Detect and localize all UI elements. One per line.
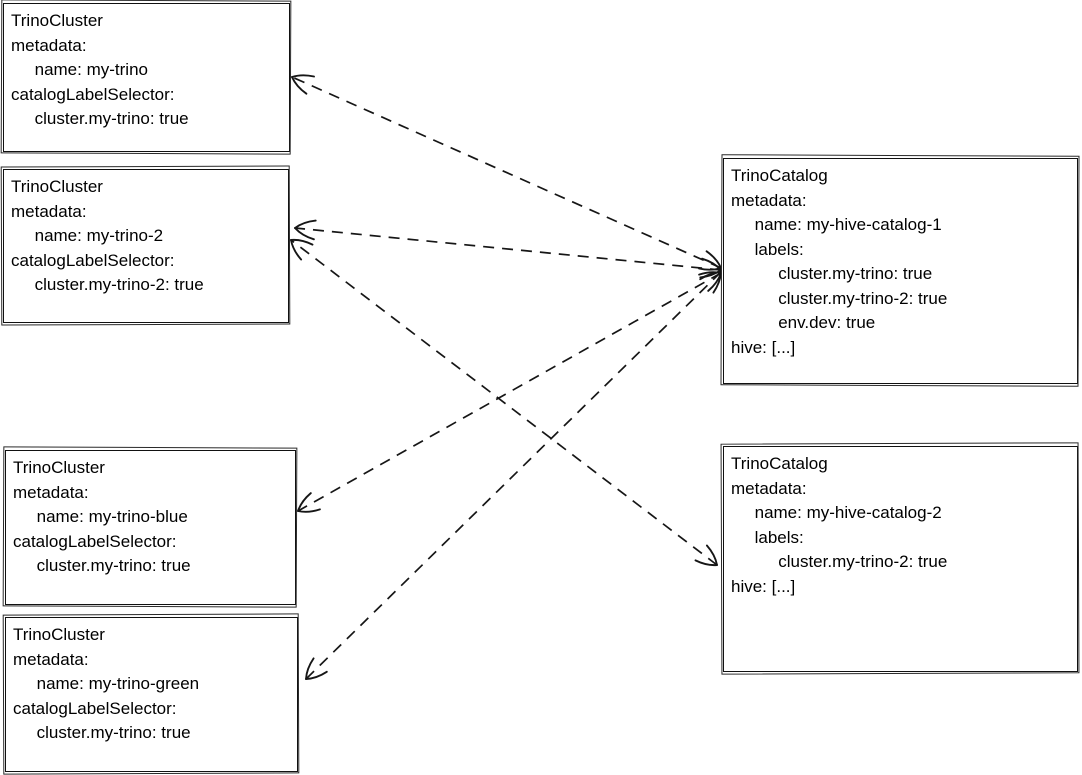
yaml-line: catalogLabelSelector:	[11, 84, 175, 104]
trinocluster-my-trino-green-box: TrinoCluster metadata: name: my-trino-gr…	[5, 617, 298, 772]
yaml-line: metadata:	[11, 201, 87, 221]
edge-my-hive-catalog-1--my-trino-green-arrowhead	[305, 657, 315, 680]
edge-my-hive-catalog-1--my-trino-arrowhead	[291, 74, 315, 78]
yaml-line: name: my-hive-catalog-2	[731, 503, 942, 522]
yaml-line: name: my-trino-blue	[13, 507, 188, 526]
yaml-line: name: my-hive-catalog-1	[731, 215, 942, 234]
edge-my-hive-catalog-2--my-trino-2-arrowhead	[290, 238, 314, 246]
yaml-line: name: my-trino	[11, 60, 148, 79]
edge-my-hive-catalog-1--my-trino-2	[294, 227, 722, 271]
yaml-line: catalogLabelSelector:	[11, 250, 175, 270]
edge-my-hive-catalog-1--my-trino	[291, 76, 722, 269]
yaml-line: env.dev: true	[731, 313, 876, 332]
yaml-line: cluster.my-trino-2: true	[11, 275, 204, 294]
trinocluster-my-trino-box: TrinoCluster metadata: name: my-trino ca…	[3, 3, 290, 152]
yaml-line: labels:	[731, 239, 804, 259]
yaml-line: name: my-trino-2	[11, 226, 164, 245]
edge-my-hive-catalog-2--my-trino-2-arrowhead	[290, 239, 303, 261]
edge-my-hive-catalog-1--my-trino-green-arrowhead	[699, 271, 722, 281]
yaml-line: metadata:	[13, 482, 89, 502]
edge-my-hive-catalog-1--my-trino-arrowhead	[291, 76, 308, 95]
edge-my-hive-catalog-1--my-trino-blue-arrowhead	[297, 492, 312, 512]
edge-my-hive-catalog-1--my-trino-2-arrowhead	[294, 219, 317, 229]
edge-my-hive-catalog-2--my-trino-2	[290, 239, 718, 566]
yaml-line: metadata:	[13, 649, 89, 669]
yaml-line: metadata:	[11, 35, 87, 55]
edge-my-hive-catalog-1--my-trino-blue	[297, 272, 722, 512]
yaml-line: catalogLabelSelector:	[13, 698, 177, 718]
yaml-line: cluster.my-trino: true	[13, 723, 191, 742]
edge-my-hive-catalog-1--my-trino-blue-arrowhead	[297, 508, 321, 513]
yaml-line: cluster.my-trino-2: true	[731, 288, 948, 308]
yaml-line: hive: [...]	[731, 337, 796, 357]
yaml-line: TrinoCluster	[11, 11, 103, 30]
yaml-line: hive: [...]	[731, 576, 796, 596]
yaml-line: metadata:	[731, 478, 807, 498]
edge-my-hive-catalog-1--my-trino-green	[305, 271, 722, 680]
edge-my-hive-catalog-1--my-trino-arrowhead	[705, 250, 722, 269]
edge-my-hive-catalog-1--my-trino-2-arrowhead	[701, 257, 722, 271]
yaml-line: TrinoCluster	[11, 177, 103, 196]
trinocluster-my-trino-2-box: TrinoCluster metadata: name: my-trino-2 …	[3, 169, 289, 323]
yaml-line: TrinoCluster	[13, 458, 105, 477]
yaml-line: TrinoCluster	[13, 625, 105, 644]
yaml-line: TrinoCatalog	[731, 166, 828, 185]
edge-my-hive-catalog-2--my-trino-2-arrowhead	[694, 559, 718, 567]
trinocluster-my-trino-blue-box: TrinoCluster metadata: name: my-trino-bl…	[5, 450, 296, 605]
edge-my-hive-catalog-1--my-trino-2-arrowhead	[294, 227, 315, 241]
trinocatalog-my-hive-catalog-1-box: TrinoCatalog metadata: name: my-hive-cat…	[723, 158, 1078, 384]
yaml-line: metadata:	[731, 190, 807, 210]
edge-my-hive-catalog-1--my-trino-green-arrowhead	[305, 670, 328, 680]
yaml-line: TrinoCatalog	[731, 454, 828, 473]
yaml-line: cluster.my-trino: true	[13, 556, 191, 575]
yaml-line: cluster.my-trino-2: true	[731, 552, 948, 571]
yaml-line: catalogLabelSelector:	[13, 531, 177, 551]
yaml-line: name: my-trino-green	[13, 674, 200, 693]
trinocatalog-my-hive-catalog-2-box: TrinoCatalog metadata: name: my-hive-cat…	[723, 446, 1078, 672]
yaml-line: labels:	[731, 527, 804, 547]
yaml-line: cluster.my-trino: true	[731, 264, 933, 283]
edge-my-hive-catalog-1--my-trino-green-arrowhead	[712, 271, 722, 294]
edge-my-hive-catalog-2--my-trino-2-arrowhead	[705, 544, 718, 566]
yaml-line: cluster.my-trino: true	[11, 109, 189, 128]
